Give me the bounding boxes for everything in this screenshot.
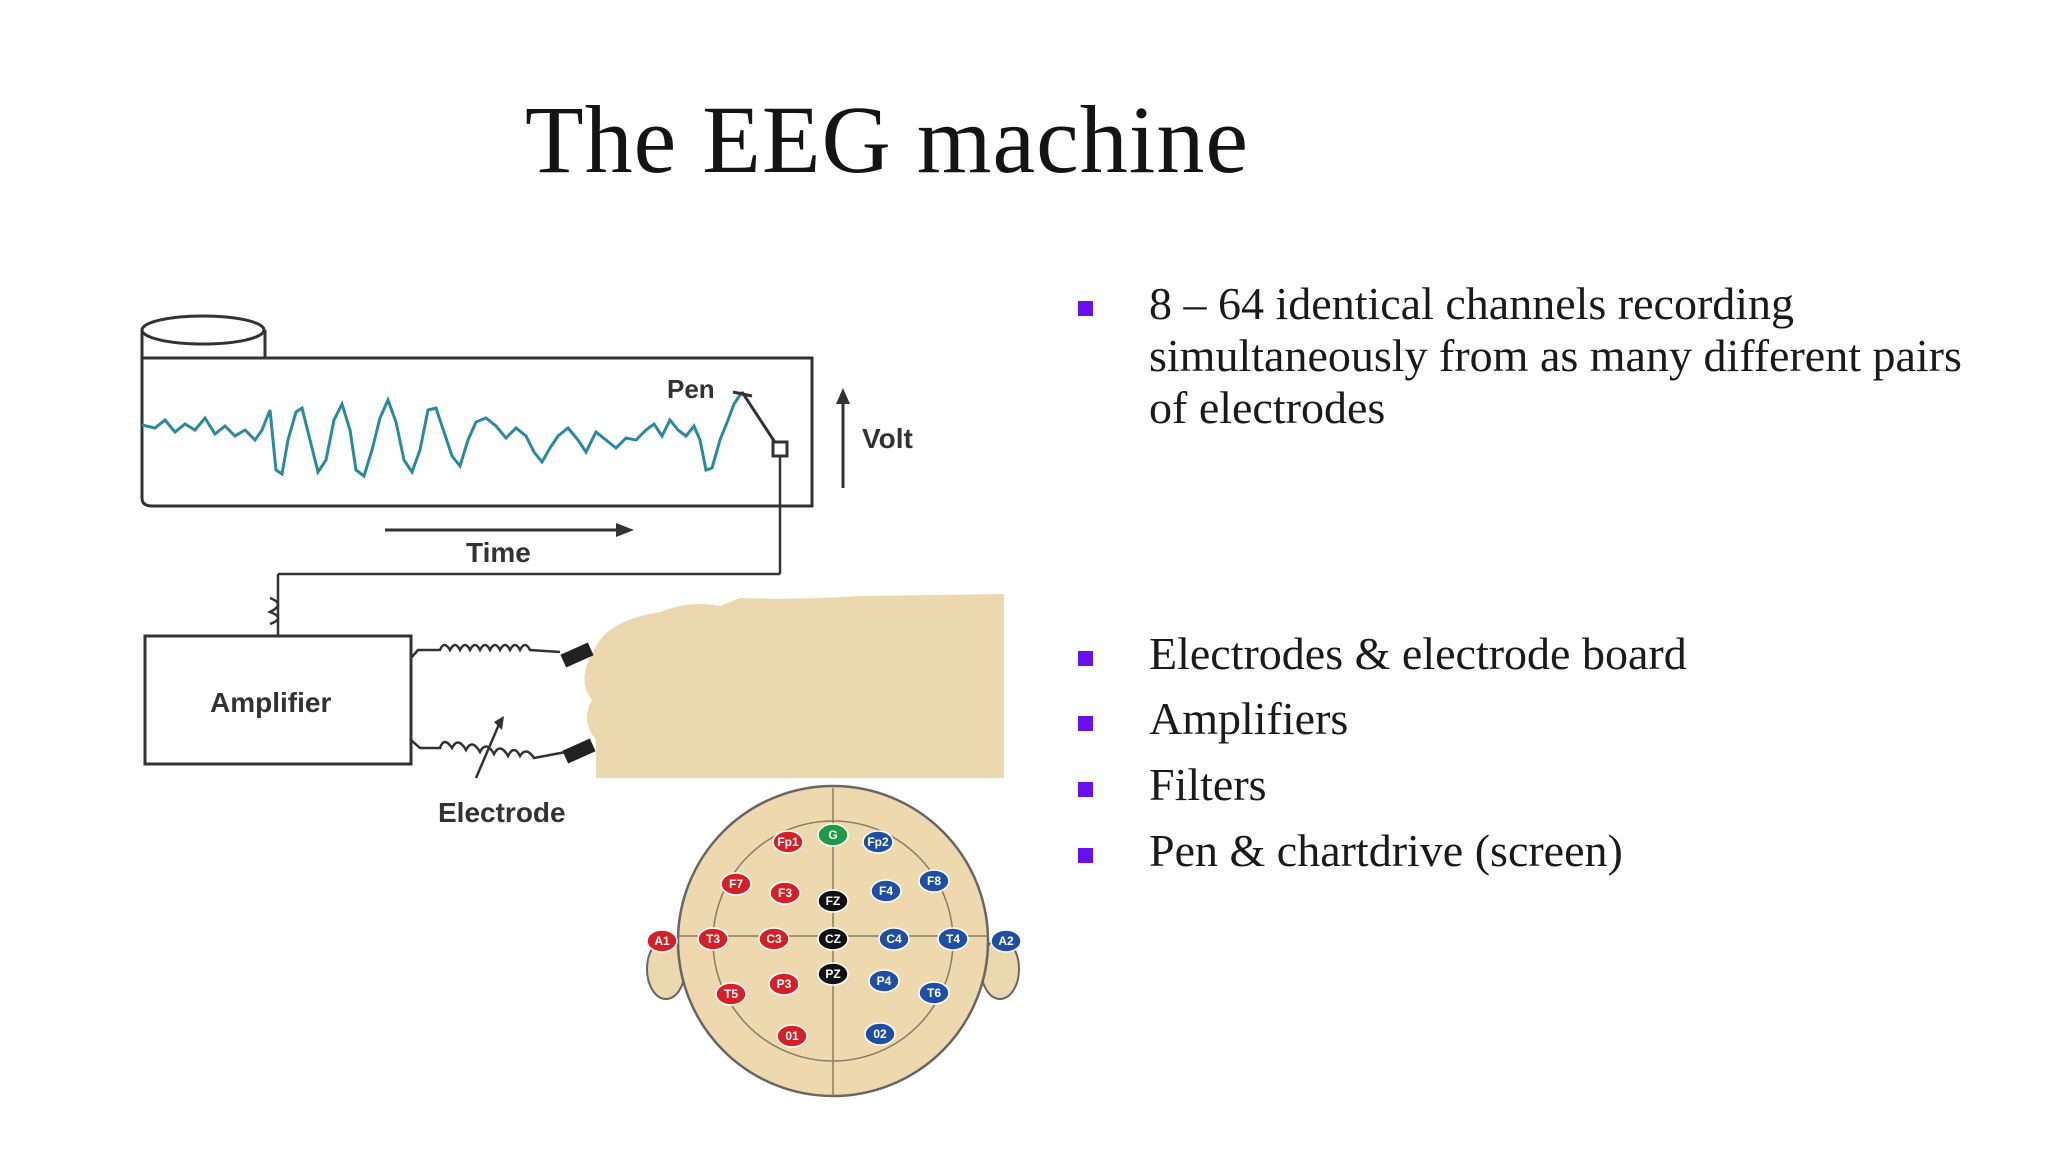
bullet-marker-icon — [1078, 301, 1093, 316]
electrode-node-label: FZ — [826, 894, 841, 908]
eeg-trace — [141, 391, 744, 479]
electrode-node-label: Fp2 — [867, 835, 889, 849]
bullet-marker-icon — [1078, 782, 1093, 797]
electrode-node-t4: T4 — [937, 927, 969, 951]
electrode-node-fp2: Fp2 — [862, 830, 894, 854]
electrode-node-label: F7 — [729, 877, 743, 891]
signal-wire — [266, 456, 782, 636]
electrode-node-label: 01 — [785, 1029, 799, 1043]
time-label: Time — [466, 537, 531, 568]
electrode-node-t6: T6 — [918, 981, 950, 1005]
electrode-node-fp1: Fp1 — [772, 830, 804, 854]
electrode-node-a2: A2 — [990, 929, 1022, 953]
electrode-wires — [410, 643, 567, 779]
electrode-node-label: CZ — [825, 932, 841, 946]
bullet-marker-icon — [1078, 848, 1093, 863]
electrode-node-label: F4 — [879, 884, 893, 898]
electrode-node-f4: F4 — [870, 879, 902, 903]
electrode-bottom — [562, 738, 596, 764]
electrode-node-c3: C3 — [758, 927, 790, 951]
electrode-node-label: C3 — [766, 932, 782, 946]
electrode-node-label: T5 — [724, 987, 738, 1001]
amplifier-label: Amplifier — [210, 687, 331, 718]
electrode-node-label: 02 — [873, 1027, 887, 1041]
electrode-node-t5: T5 — [715, 982, 747, 1006]
electrode-node-fz: FZ — [817, 889, 849, 913]
electrode-top — [560, 642, 594, 668]
electrode-node-c4: C4 — [878, 927, 910, 951]
bullet-marker-icon — [1078, 651, 1093, 666]
electrode-node-label: G — [828, 828, 837, 842]
electrode-node-f8: F8 — [918, 869, 950, 893]
electrode-label: Electrode — [438, 797, 566, 828]
head-silhouette — [584, 594, 1004, 778]
slide-title: The EEG machine — [525, 86, 1250, 193]
amplifier-box — [143, 634, 413, 766]
electrode-node-label: F8 — [927, 874, 941, 888]
electrode-node-label: C4 — [886, 932, 902, 946]
time-arrow — [385, 523, 634, 537]
electrode-node-t3: T3 — [697, 927, 729, 951]
electrode-node-label: T4 — [946, 932, 960, 946]
volt-label: Volt — [862, 423, 913, 454]
electrode-node-label: PZ — [825, 967, 840, 981]
electrode-node-label: P3 — [777, 977, 792, 991]
electrode-node-pz: PZ — [817, 962, 849, 986]
electrode-node-a1: A1 — [646, 929, 678, 953]
electrode-node-label: T3 — [706, 932, 720, 946]
electrode-node-label: Fp1 — [777, 835, 799, 849]
electrode-node-g: G — [817, 823, 849, 847]
electrode-node-02: 02 — [864, 1022, 896, 1046]
electrode-node-p4: P4 — [868, 969, 900, 993]
electrode-node-f7: F7 — [720, 872, 752, 896]
electrode-node-label: F3 — [778, 886, 792, 900]
electrode-node-label: A2 — [998, 934, 1014, 948]
electrode-node-01: 01 — [776, 1024, 808, 1048]
electrode-node-label: A1 — [654, 934, 670, 948]
electrode-node-label: T6 — [927, 986, 941, 1000]
volt-arrow — [836, 388, 850, 488]
electrode-node-f3: F3 — [769, 881, 801, 905]
pen-label: Pen — [667, 374, 715, 404]
electrode-node-label: P4 — [877, 974, 892, 988]
electrode-node-cz: CZ — [817, 927, 849, 951]
bullet-marker-icon — [1078, 716, 1093, 731]
chart-paper-roll — [140, 314, 814, 508]
electrode-node-p3: P3 — [768, 972, 800, 996]
